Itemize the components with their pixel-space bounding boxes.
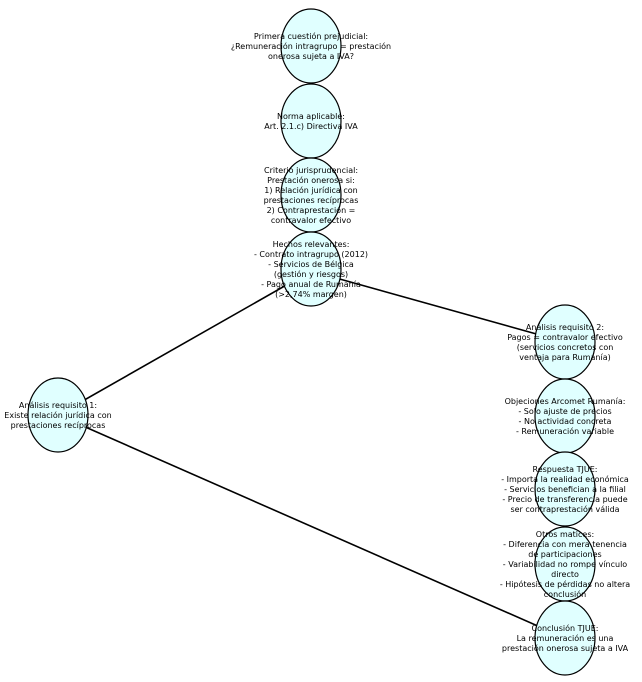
node-label-line: Existe relación jurídica con [4,410,111,420]
node-n6: Análisis requisito 2:Pagos = contravalor… [507,304,623,380]
node-shape-n1 [280,8,342,84]
node-label-line: directo [551,570,579,579]
node-label-line: - Servicios benefician a la filial [504,485,626,494]
node-label-line: 2) Contraprestación = [267,205,356,215]
node-label-line: - Servicios de Bélgica [268,259,354,269]
node-shape-n8 [534,451,596,527]
node-shape-n7 [534,378,596,454]
node-label-line: Pagos = contravalor efectivo [507,333,623,342]
edge-n5-n10 [57,414,566,639]
node-label-line: - Importa la realidad económica [501,474,629,484]
node-label-line: prestación onerosa sujeta a IVA [502,643,629,653]
node-label-line: Conclusión TJUE: [532,623,599,633]
node-label-line: Objeciones Arcomet Rumanía: [505,397,626,406]
node-label-line: Prestación onerosa si: [267,175,355,185]
edge-n4-n6 [310,270,566,343]
node-n8: Respuesta TJUE:- Importa la realidad eco… [501,451,629,527]
node-shape-n6 [534,304,596,380]
edge-n4-n5 [57,270,312,416]
node-label-line: - Solo ajuste de precios [518,407,611,416]
node-label-line: Norma aplicable: [277,112,345,121]
node-label-line: ¿Remuneración intragrupo = prestación [231,41,391,51]
node-label-line: onerosa sujeta a IVA? [268,52,354,61]
node-label-line: - Hipótesis de pérdidas no altera [500,579,630,589]
node-label-line: Primera cuestión prejudicial: [254,31,368,41]
node-n2: Norma aplicable:Art. 2.1.c) Directiva IV… [264,83,358,159]
node-label-line: Art. 2.1.c) Directiva IVA [264,122,358,131]
node-label-line: prestaciones recíprocas [264,196,359,205]
edges-layer [57,270,566,639]
node-label-line: - Pago anual de Rumanía [261,280,361,289]
node-n7: Objeciones Arcomet Rumanía:- Solo ajuste… [505,378,626,454]
node-label-line: (>2,74% margen) [275,290,347,299]
node-label-line: Otros matices: [536,530,594,539]
node-label-line: - Variabilidad no rompe vínculo [503,560,628,569]
nodes-layer: Primera cuestión prejudicial:¿Remuneraci… [4,8,630,676]
node-label-line: Criterio jurisprudencial: [264,166,358,175]
node-label-line: contravalor efectivo [271,216,351,225]
node-label-line: - Precio de transferencia puede [502,495,627,504]
node-label-line: Análisis requisito 1: [19,401,97,410]
node-label-line: - Diferencia con mera tenencia [503,540,627,549]
node-label-line: Respuesta TJUE: [533,465,598,474]
node-label-line: La remuneración es una [517,633,614,643]
node-n1: Primera cuestión prejudicial:¿Remuneraci… [231,8,391,84]
node-shape-n10 [534,600,596,676]
node-label-line: Hechos relevantes: [273,240,350,249]
node-shape-n2 [280,83,342,159]
node-n10: Conclusión TJUE:La remuneración es unapr… [502,600,629,676]
node-shape-n5 [27,377,89,453]
node-label-line: prestaciones recíprocas [11,421,106,430]
node-label-line: (gestión y riesgos) [274,269,348,279]
node-label-line: - Contrato intragrupo (2012) [254,250,368,259]
node-n9: Otros matices:- Diferencia con mera tene… [500,526,630,602]
node-label-line: conclusión [544,589,586,599]
node-shape-n4 [280,231,342,307]
node-n3: Criterio jurisprudencial:Prestación oner… [264,157,359,233]
node-label-line: ventaja para Rumanía) [519,353,610,362]
node-label-line: - Remuneración variable [516,426,614,436]
node-label-line: - No actividad concreta [519,417,612,426]
node-label-line: 1) Relación jurídica con [264,185,357,195]
node-label-line: Análisis requisito 2: [526,323,604,332]
node-n4: Hechos relevantes:- Contrato intragrupo … [254,231,368,307]
node-label-line: (servicios concretos con [517,343,614,352]
node-n5: Análisis requisito 1:Existe relación jur… [4,377,112,453]
node-label-line: de participaciones [528,550,601,559]
node-label-line: ser contraprestación válida [510,504,619,514]
